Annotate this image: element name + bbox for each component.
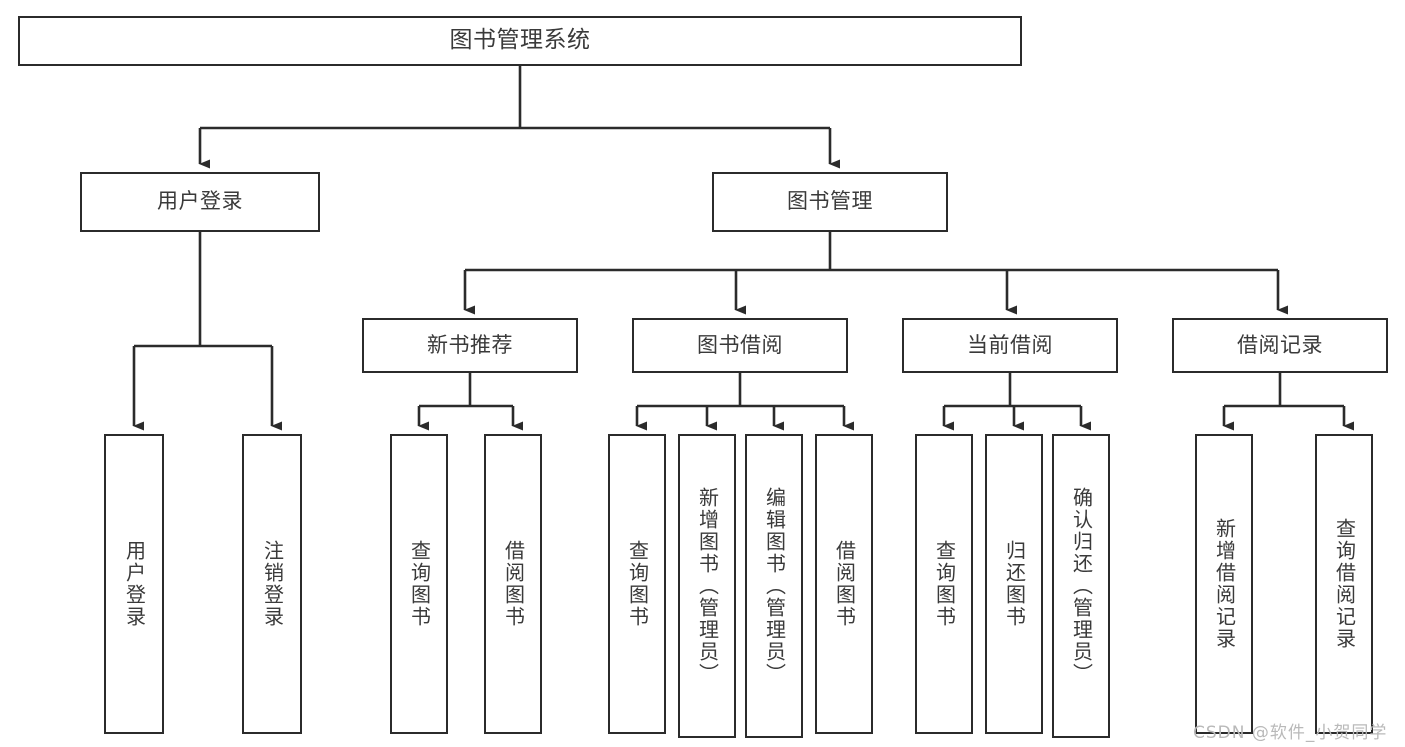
node-book-manage[interactable]: 图书管理 <box>712 172 948 232</box>
node-new-book-rec[interactable]: 新书推荐 <box>362 318 578 373</box>
node-leaf-add-borrow-record-label: 新增借阅记录 <box>1212 518 1237 650</box>
node-current-borrow-label: 当前借阅 <box>967 332 1053 357</box>
node-leaf-query-book-3[interactable]: 查询图书 <box>915 434 973 734</box>
node-leaf-user-login[interactable]: 用户登录 <box>104 434 164 734</box>
node-book-borrow-label: 图书借阅 <box>697 332 783 357</box>
node-leaf-borrow-book-2[interactable]: 借阅图书 <box>815 434 873 734</box>
node-leaf-borrow-book-1-label: 借阅图书 <box>501 540 526 628</box>
node-leaf-query-book-2-label: 查询图书 <box>625 540 650 628</box>
node-book-borrow[interactable]: 图书借阅 <box>632 318 848 373</box>
node-book-manage-label: 图书管理 <box>787 189 873 214</box>
node-user-login[interactable]: 用户登录 <box>80 172 320 232</box>
node-root-label: 图书管理系统 <box>449 27 591 54</box>
node-leaf-logout-login[interactable]: 注销登录 <box>242 434 302 734</box>
node-leaf-query-borrow-record-label: 查询借阅记录 <box>1332 518 1357 650</box>
node-borrow-record[interactable]: 借阅记录 <box>1172 318 1388 373</box>
node-leaf-user-login-label: 用户登录 <box>122 540 147 628</box>
node-leaf-add-borrow-record[interactable]: 新增借阅记录 <box>1195 434 1253 734</box>
node-new-book-rec-label: 新书推荐 <box>427 332 513 357</box>
node-leaf-borrow-book-1[interactable]: 借阅图书 <box>484 434 542 734</box>
node-leaf-logout-login-label: 注销登录 <box>260 540 285 628</box>
node-leaf-query-book-3-label: 查询图书 <box>932 540 957 628</box>
node-user-login-label: 用户登录 <box>157 189 243 214</box>
node-leaf-borrow-book-2-label: 借阅图书 <box>832 540 857 628</box>
node-leaf-return-book-label: 归还图书 <box>1002 540 1027 628</box>
node-leaf-query-book-1[interactable]: 查询图书 <box>390 434 448 734</box>
node-leaf-edit-book-admin[interactable]: 编辑图书（管理员） <box>745 434 803 738</box>
node-borrow-record-label: 借阅记录 <box>1237 332 1323 357</box>
csdn-watermark: CSDN @软件_小贺同学 <box>1193 723 1388 743</box>
node-leaf-confirm-return-admin[interactable]: 确认归还（管理员） <box>1052 434 1110 738</box>
node-leaf-return-book[interactable]: 归还图书 <box>985 434 1043 734</box>
node-leaf-edit-book-admin-label: 编辑图书（管理员） <box>762 487 787 685</box>
node-root[interactable]: 图书管理系统 <box>18 16 1022 66</box>
node-current-borrow[interactable]: 当前借阅 <box>902 318 1118 373</box>
node-leaf-query-book-2[interactable]: 查询图书 <box>608 434 666 734</box>
node-leaf-confirm-return-admin-label: 确认归还（管理员） <box>1069 487 1094 685</box>
node-leaf-add-book-admin[interactable]: 新增图书（管理员） <box>678 434 736 738</box>
node-leaf-add-book-admin-label: 新增图书（管理员） <box>695 487 720 685</box>
node-leaf-query-borrow-record[interactable]: 查询借阅记录 <box>1315 434 1373 734</box>
node-leaf-query-book-1-label: 查询图书 <box>407 540 432 628</box>
